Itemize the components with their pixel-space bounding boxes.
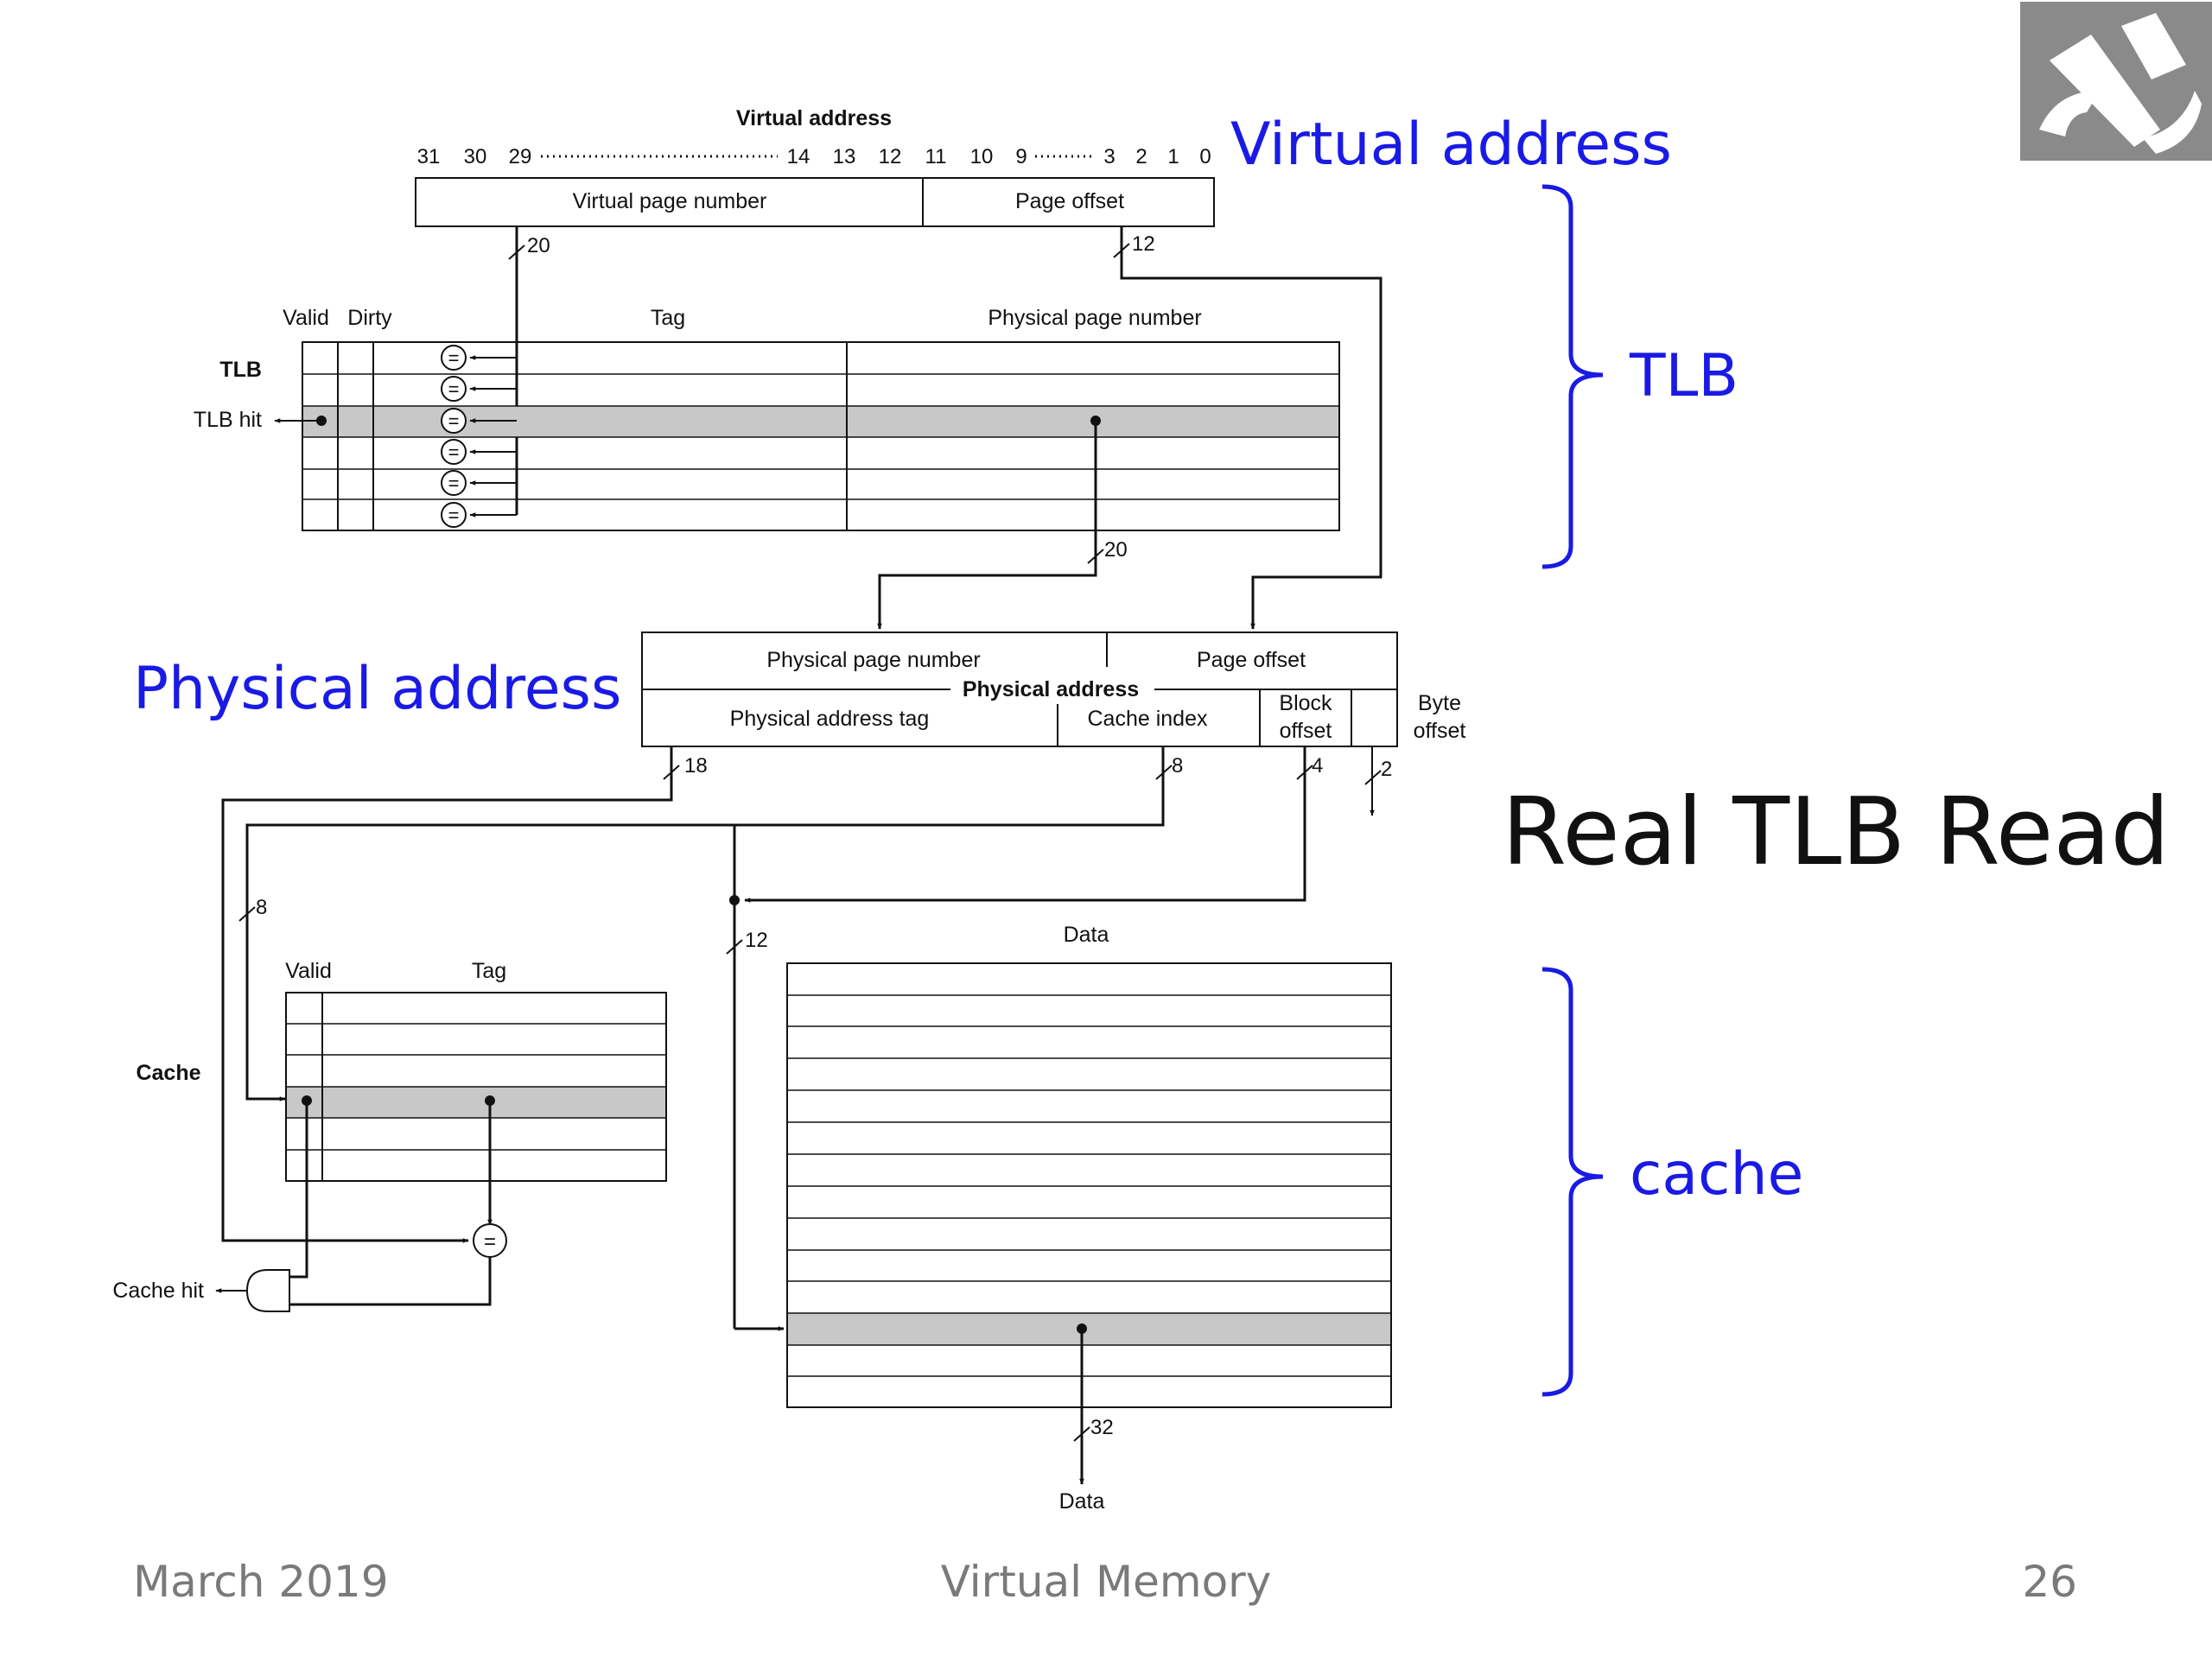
va-register [415, 177, 1215, 227]
compare-out-wire [289, 1257, 492, 1306]
pa-field-ppn: Physical page number [766, 648, 980, 672]
width-label-index-tag: 8 [256, 896, 267, 919]
index-bus-tag [245, 746, 1165, 1101]
pa-title: Physical address [963, 677, 1139, 701]
footer-page-number: 26 [2022, 1557, 2077, 1607]
comparator-symbol: = [448, 473, 460, 494]
va-bit-29: 29 [509, 145, 532, 168]
university-logo [2020, 2, 2212, 161]
and-gate [245, 1269, 290, 1312]
pa-field-block: Block offset [1279, 691, 1332, 743]
pa-field-index: Cache index [1088, 707, 1208, 731]
valid-wire [289, 1101, 308, 1279]
width-label-data: 32 [1090, 1416, 1114, 1439]
pa-field-block-text: Block offset [1279, 691, 1332, 743]
cache-hit-label: Cache hit [112, 1279, 204, 1303]
va-bit-30: 30 [464, 145, 487, 168]
block-offset-bus [744, 746, 1306, 903]
annotation-physical-address: Physical address [133, 655, 621, 723]
cache-data-array [786, 962, 1392, 1408]
tlb-col-dirty: Dirty [347, 306, 392, 330]
tlb-comparators: = = = = = = [441, 345, 517, 528]
pa-output-ticks [663, 765, 1382, 785]
comparator-symbol: = [448, 378, 460, 400]
va-bit-11: 11 [925, 145, 947, 168]
page-offset-bus [1120, 226, 1382, 630]
comparator-symbol: = [448, 410, 460, 432]
va-bit-13: 13 [833, 145, 856, 168]
tlb-table [302, 341, 1340, 531]
cache-col-valid: Valid [285, 959, 332, 983]
va-bit-31: 31 [417, 145, 441, 168]
footer-title: Virtual Memory [941, 1557, 1272, 1607]
width-label-byte: 2 [1381, 758, 1392, 781]
pa-register [641, 632, 1398, 747]
tlb-hit-label: TLB hit [194, 408, 262, 432]
footer-date: March 2019 [133, 1557, 389, 1607]
width-label-ppn: 20 [1104, 538, 1128, 562]
width-label-index: 8 [1172, 754, 1183, 778]
tlb-col-valid: Valid [283, 306, 329, 330]
cache-brace [1541, 967, 1604, 1397]
ppn-bus [877, 421, 1097, 630]
comparator-symbol: = [448, 505, 460, 526]
pa-field-byte: Byte offset [1413, 691, 1466, 743]
tlb-col-ppn: Physical page number [988, 306, 1201, 330]
va-title: Virtual address [736, 106, 892, 130]
va-bit-1: 1 [1167, 145, 1179, 168]
va-bit-14: 14 [787, 145, 810, 168]
cache-tag-array [285, 992, 667, 1182]
annotations: Virtual address Physical address TLB cac… [133, 111, 1803, 1397]
cache-label: Cache [136, 1061, 200, 1085]
width-label-offset: 12 [1132, 232, 1155, 256]
data-out-label: Data [1059, 1489, 1105, 1514]
va-bit-2: 2 [1135, 145, 1147, 168]
slide-title: Real TLB Read [1502, 778, 2170, 886]
va-field-vpn: Virtual page number [573, 189, 767, 213]
tlb-label: TLB [219, 358, 262, 382]
tlb-brace [1541, 184, 1604, 569]
va-bit-3: 3 [1103, 145, 1115, 168]
cache-comparator-symbol: = [484, 1230, 496, 1254]
comparator-symbol: = [448, 347, 460, 369]
comparator-symbol: = [448, 441, 460, 463]
va-bit-12: 12 [879, 145, 902, 168]
width-label-data-index: 12 [745, 929, 768, 952]
pa-field-tag: Physical address tag [730, 707, 930, 731]
width-label-tag: 18 [684, 754, 708, 778]
annotation-virtual-address: Virtual address [1230, 111, 1672, 179]
pa-field-byte-text: Byte offset [1413, 691, 1466, 743]
tag-bus [221, 746, 673, 1243]
va-bit-10: 10 [970, 145, 994, 168]
annotation-cache: cache [1630, 1140, 1803, 1209]
va-bit-numbers: 31 30 29 14 13 12 11 10 9 3 2 1 0 [417, 145, 1211, 168]
tlb-col-tag: Tag [651, 306, 685, 330]
width-label-vpn: 20 [527, 234, 550, 257]
cache-col-tag: Tag [472, 959, 506, 983]
annotation-tlb: TLB [1629, 342, 1738, 410]
data-title: Data [1064, 923, 1109, 947]
width-label-block: 4 [1312, 754, 1323, 778]
pa-field-offset: Page offset [1197, 648, 1306, 672]
va-bit-9: 9 [1015, 145, 1027, 168]
va-bit-0: 0 [1199, 145, 1211, 168]
va-field-offset: Page offset [1015, 189, 1124, 213]
